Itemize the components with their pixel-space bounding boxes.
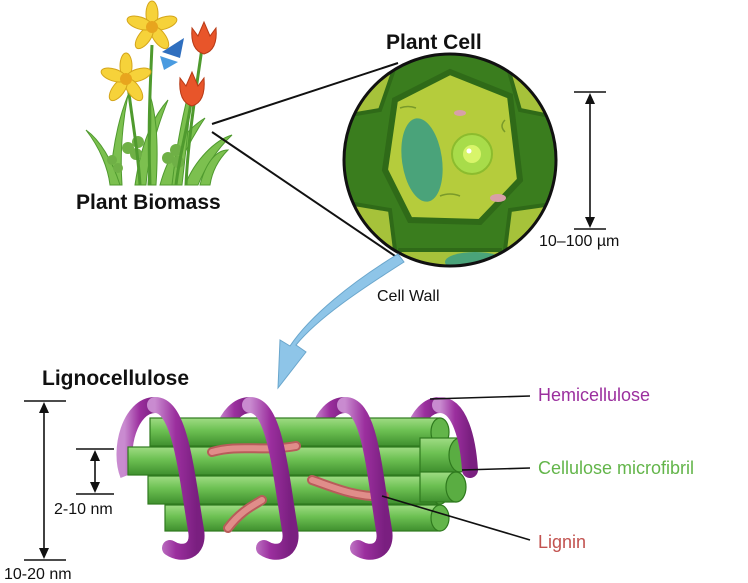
plant-biomass-illustration	[86, 1, 232, 185]
cellulose-microfibril	[165, 505, 449, 531]
cellulose-microfibril-label: Cellulose microfibril	[538, 458, 694, 478]
cell-size-dimension	[574, 92, 606, 229]
red-tulip-icon	[192, 22, 217, 54]
lignocellulose-title: Lignocellulose	[42, 367, 189, 390]
grass-icon	[86, 80, 232, 185]
bundle-size-dimension	[24, 401, 66, 560]
yellow-flower-icon	[99, 53, 152, 104]
zoom-arrow	[278, 254, 404, 388]
fibril-size-dimension	[76, 449, 114, 494]
bundle-size-label: 10-20 nm	[4, 566, 72, 583]
red-tulip-icon	[180, 72, 205, 106]
plant-cell-circle	[320, 40, 590, 300]
fibril-size-label: 2-10 nm	[54, 501, 113, 518]
cell-size-label: 10–100 µm	[539, 233, 619, 250]
cell-wall-label: Cell Wall	[377, 288, 440, 305]
plant-biomass-label: Plant Biomass	[76, 191, 221, 214]
cellulose-microfibril	[150, 418, 449, 446]
yellow-flower-icon	[125, 1, 178, 52]
plant-cell-title: Plant Cell	[386, 31, 482, 54]
hemicellulose-label: Hemicellulose	[538, 385, 650, 405]
lignin-label: Lignin	[538, 532, 586, 552]
